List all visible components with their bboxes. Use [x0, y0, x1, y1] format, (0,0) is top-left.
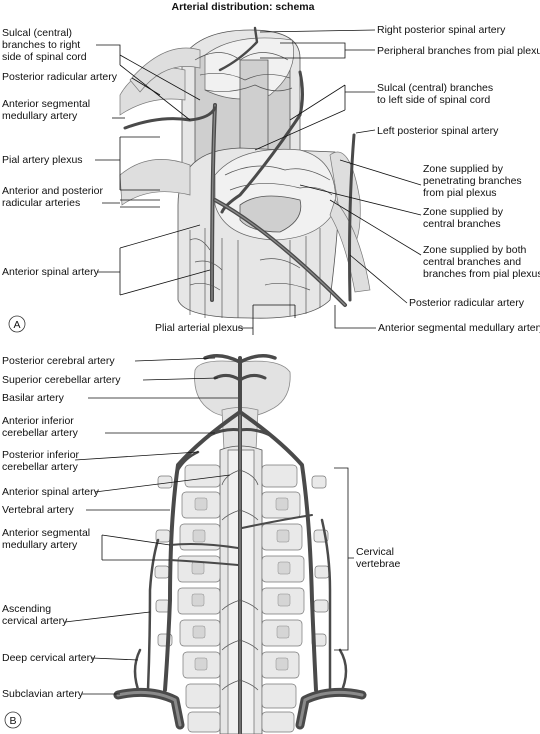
label-anterior-posterior-radicular: Anterior and posterior radicular arterie… [2, 185, 106, 209]
panel-a-left-labels: Sulcal (central) branches to right side … [2, 27, 118, 278]
label-anterior-segmental-medullary-b: Anterior segmental medullary artery [2, 527, 93, 551]
label-sulcal-left: Sulcal (central) branches to left side o… [377, 82, 496, 106]
panel-b-marker: B [4, 711, 22, 729]
panel-a-marker: A [8, 315, 26, 333]
panel-a-leaders [95, 29, 422, 335]
label-posterior-inferior-cerebellar: Posterior inferior cerebellar artery [2, 449, 82, 473]
panel-b-leaders [64, 357, 354, 695]
label-basilar: Basilar artery [2, 392, 65, 404]
label-anterior-segmental-medullary-a: Anterior segmental medullary artery [2, 98, 93, 122]
label-anterior-spinal-b: Anterior spinal artery [2, 486, 100, 498]
panel-b-letter: B [9, 715, 16, 727]
panel-a-right-labels: Right posterior spinal artery Peripheral… [377, 24, 540, 334]
panel-a-letter: A [13, 319, 20, 331]
label-right-posterior-spinal: Right posterior spinal artery [377, 24, 506, 36]
label-posterior-radicular-left: Posterior radicular artery [2, 71, 118, 83]
label-zone-both: Zone supplied by both central branches a… [423, 244, 540, 280]
label-posterior-radicular-right: Posterior radicular artery [409, 297, 525, 309]
label-superior-cerebellar: Superior cerebellar artery [2, 374, 121, 386]
label-ascending-cervical: Ascending cervical artery [2, 603, 68, 627]
label-zone-central: Zone supplied by central branches [423, 206, 506, 230]
label-zone-penetrating: Zone supplied by penetrating branches fr… [423, 163, 525, 199]
label-pial-artery-plexus: Pial artery plexus [2, 154, 83, 166]
spinal-cord-illustration [119, 26, 371, 319]
panel-b-left-labels: Posterior cerebral artery Superior cereb… [2, 355, 121, 700]
label-anterior-spinal-a: Anterior spinal artery [2, 266, 100, 278]
label-left-posterior-spinal: Left posterior spinal artery [377, 125, 499, 137]
label-cervical-vertebrae: Cervical vertebrae [356, 546, 401, 570]
label-deep-cervical: Deep cervical artery [2, 652, 96, 664]
brainstem-spine-illustration [113, 354, 367, 734]
label-sulcal-right: Sulcal (central) branches to right side … [2, 27, 87, 63]
label-anterior-inferior-cerebellar: Anterior inferior cerebellar artery [2, 415, 79, 439]
label-vertebral: Vertebral artery [2, 504, 75, 516]
figure-title: Arterial distribution: schema [172, 1, 315, 13]
label-posterior-cerebral: Posterior cerebral artery [2, 355, 115, 367]
label-plial-arterial-plexus: Plial arterial plexus [155, 322, 243, 334]
label-anterior-segmental-medullary-right: Anterior segmental medullary artery [378, 322, 540, 334]
label-peripheral-branches: Peripheral branches from pial plexus [377, 45, 540, 57]
label-subclavian: Subclavian artery [2, 688, 84, 700]
